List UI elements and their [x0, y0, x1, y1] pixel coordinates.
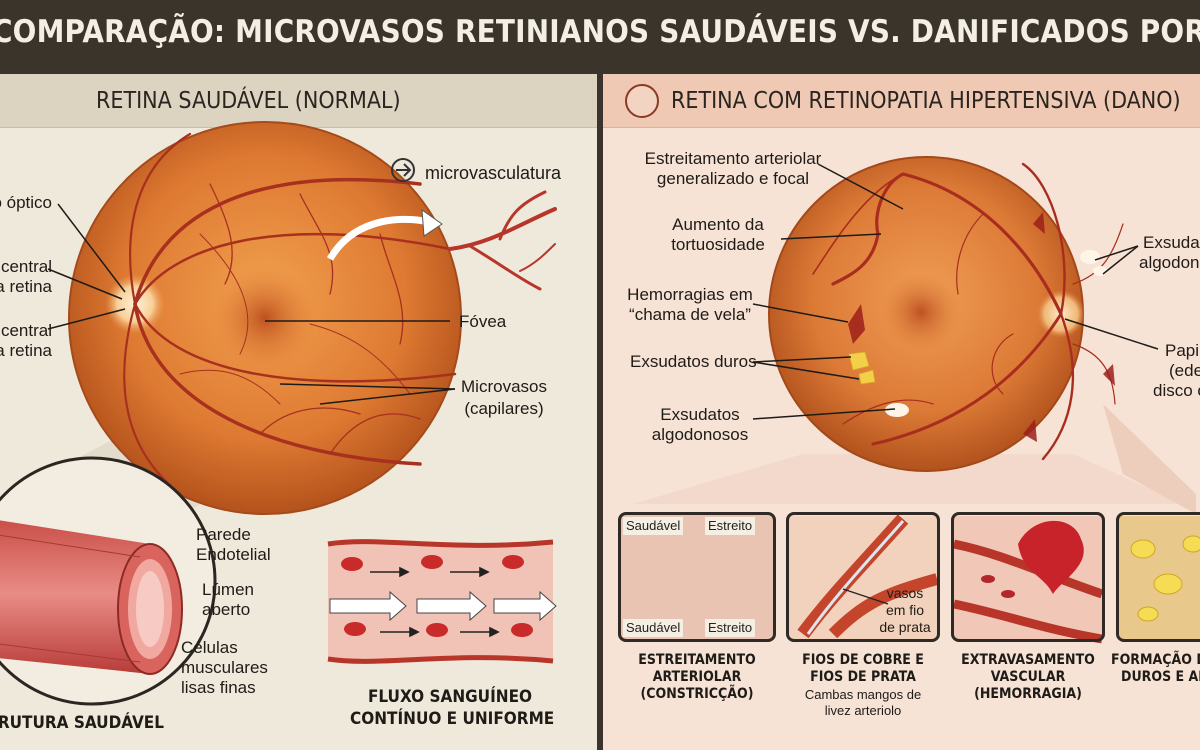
label-muscle-cells-2: musculares	[181, 658, 268, 677]
caption-card4-1: FORMAÇÃO DE EXSUDATOS	[1111, 652, 1200, 668]
card-exudates-art	[1119, 516, 1200, 640]
healthy-retina-panel: RETINA SAUDÁVEL (NORMAL)	[0, 74, 597, 750]
caption-blood-flow-2: CONTÍNUO E UNIFORME	[350, 709, 555, 729]
label-cotton-wool-1: Exsudatos	[660, 405, 740, 424]
label-muscle-cells-3: lisas finas	[181, 678, 256, 697]
label-microvasculature: microvasculatura	[425, 163, 562, 183]
label-right-exudates-1: Exsudatos	[1143, 233, 1200, 252]
title-bar: COMPARAÇÃO: MICROVASOS RETINIANOS SAUDÁV…	[0, 0, 1200, 70]
caption-card2-2: FIOS DE PRATA	[810, 669, 916, 685]
label-central-vein-2: da retina	[0, 341, 52, 360]
label-optic-disc: Disco óptico	[0, 193, 52, 212]
card-copper-silver-wiring: vasos em fio de prata	[786, 512, 940, 642]
note-silver-1: vasos	[886, 585, 924, 601]
label-tortuosity-1: Aumento da	[672, 215, 764, 234]
label-central-artery-1: Artéria central	[0, 257, 52, 276]
label-arteriolar-narrowing-1: Estreitamento arteriolar	[644, 149, 822, 168]
label-papilledema-3: disco óptico)	[1153, 381, 1200, 400]
damaged-retina-fundus	[768, 156, 1124, 472]
caption-card1-3: (CONSTRICÇÃO)	[640, 686, 754, 702]
label-cotton-wool-2: algodonosos	[651, 425, 749, 444]
damaged-panel-header: RETINA COM RETINOPATIA HIPERTENSIVA (DAN…	[603, 74, 1200, 128]
caption-card2-1: FIOS DE COBRE E	[802, 652, 924, 668]
card-vascular-leakage	[951, 512, 1105, 642]
vessel-detail-circle	[0, 456, 217, 706]
damaged-panel-title: RETINA COM RETINOPATIA HIPERTENSIVA (DAN…	[671, 88, 1181, 114]
blood-flow-vessel	[327, 539, 557, 664]
page-title: COMPARAÇÃO: MICROVASOS RETINIANOS SAUDÁV…	[0, 14, 1200, 50]
healthy-panel-title: RETINA SAUDÁVEL (NORMAL)	[96, 88, 401, 114]
tag-narrow-bottom: Estreito	[705, 619, 756, 637]
caption-card2-sub-1: Cambas mangos de	[804, 687, 922, 702]
healthy-illustration	[0, 121, 557, 706]
label-flame-hemorrhages-2: “chama de vela”	[629, 305, 751, 324]
cotton-wool-spots	[885, 250, 1107, 417]
caption-card4-2: DUROS E ALGODONOSOS	[1121, 669, 1200, 685]
card-hemorrhage-art	[953, 516, 1104, 644]
note-silver-3: de prata	[879, 619, 931, 635]
flame-hemorrhages	[848, 212, 1115, 442]
tag-healthy-top: Saudável	[623, 517, 684, 535]
fovea	[213, 266, 317, 370]
caption-card3-2: VASCULAR	[990, 669, 1066, 685]
warning-brain-icon	[625, 84, 659, 118]
card-silver-wiring-art	[789, 514, 939, 640]
card-exudate-formation	[1116, 512, 1200, 642]
label-lumen-1: Lúmen	[202, 580, 254, 599]
card-arteriolar-narrowing: Saudável Estreito Saudável Estreito	[618, 512, 776, 642]
label-papilledema-1: Papiledema	[1165, 341, 1200, 360]
damaged-retina-panel: RETINA COM RETINOPATIA HIPERTENSIVA (DAN…	[603, 74, 1200, 750]
healthy-panel-header: RETINA SAUDÁVEL (NORMAL)	[0, 74, 597, 128]
label-fovea: Fóvea	[459, 312, 507, 331]
caption-card1-1: ESTREITAMENTO	[638, 652, 756, 668]
label-microvessels-1: Microvasos	[461, 377, 547, 396]
label-microvessels-2: (capilares)	[464, 399, 544, 418]
label-endothelial-wall-2: Endotelial	[196, 545, 271, 564]
tag-healthy-bottom: Saudável	[623, 619, 684, 637]
note-silver-2: em fio	[885, 602, 925, 618]
label-right-exudates-2: algodonosos	[1139, 253, 1200, 272]
label-papilledema-2: (edema do	[1169, 361, 1200, 380]
label-lumen-2: aberto	[202, 600, 251, 619]
caption-blood-flow-1: FLUXO SANGUÍNEO	[367, 687, 533, 707]
arrow-circle-icon	[391, 158, 415, 182]
caption-card1-2: ARTERIOLAR	[652, 669, 742, 685]
label-central-vein-1: Veia central	[0, 321, 52, 340]
microvasculature-sketch	[448, 190, 557, 291]
tag-narrow-top: Estreito	[705, 517, 756, 535]
label-hard-exudates: Exsudatos duros	[630, 352, 757, 371]
label-muscle-cells-1: Células	[181, 638, 238, 657]
caption-card3-3: (HEMORRAGIA)	[974, 686, 1082, 702]
zoom-arrow	[326, 215, 431, 261]
label-central-artery-2: da retina	[0, 277, 52, 296]
label-tortuosity-2: tortuosidade	[671, 235, 765, 254]
damaged-callout-lines	[752, 163, 1159, 420]
caption-card2-sub-2: livez arteriolo	[824, 703, 902, 718]
label-flame-hemorrhages-1: Hemorragias em	[627, 285, 753, 304]
caption-card3-1: EXTRAVASAMENTO	[961, 652, 1095, 668]
hard-exudates	[848, 351, 876, 385]
label-arteriolar-narrowing-2: generalizado e focal	[656, 169, 810, 188]
caption-healthy-structure: ESTRUTURA SAUDÁVEL	[0, 713, 164, 733]
healthy-retina-fundus	[68, 121, 462, 515]
label-endothelial-wall-1: Parede	[196, 525, 251, 544]
